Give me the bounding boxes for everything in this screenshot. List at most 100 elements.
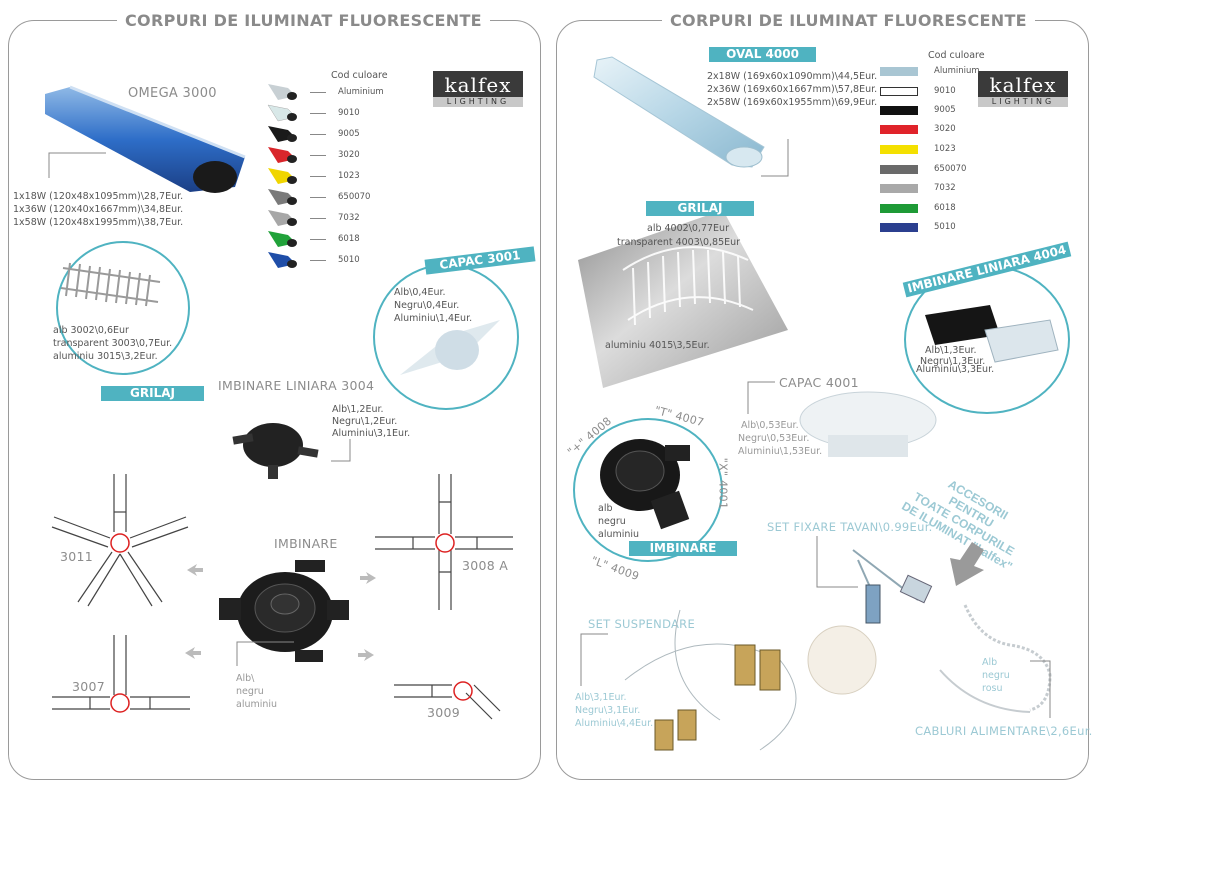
capac-3001-item-2: Negru\0,4Eur.	[394, 300, 460, 311]
left-color-code: 5010	[338, 255, 360, 265]
set-suspendare-item-3: Aluminiu\4,4Eur.	[575, 718, 654, 729]
right-color-swatch	[880, 204, 918, 213]
arrow-down-icon	[950, 542, 984, 586]
left-color-code: 1023	[338, 171, 360, 181]
imbinare-liniara-3004-item-1: Alb\1,2Eur.	[332, 404, 384, 415]
grilaj-4002-item-2: transparent 4003\0,85Eur	[617, 237, 741, 248]
capac-4001-item-3: Aluminiu\1,53Eur.	[738, 446, 823, 457]
imbinare-item-1: Alb\	[236, 673, 255, 684]
grilaj-4002-item-1: alb 4002\0,77Eur	[647, 223, 729, 234]
joint-3007-diagram	[52, 635, 190, 713]
capac-4001-item-1: Alb\0,53Eur.	[741, 420, 799, 431]
left-profile-swatch-9010	[267, 104, 297, 122]
cabluri-title: CABLURI ALIMENTARE\2,6Eur.	[915, 724, 1093, 738]
grilaj-4002-card-image	[578, 210, 788, 388]
left-profile-swatch-7032	[268, 210, 297, 226]
set-fixare-leader-line	[816, 536, 858, 588]
grilaj-4002-tag: GRILAJ	[646, 201, 754, 216]
set-suspendare-title: SET SUSPENDARE	[588, 617, 696, 631]
imbinare-center-image	[219, 560, 349, 662]
set-suspendare-item-2: Negru\3,1Eur.	[575, 705, 641, 716]
arrow-icon	[187, 564, 203, 576]
left-color-code: 9010	[338, 108, 360, 118]
omega-leader-line	[48, 152, 106, 178]
oval-4000-fixture-image	[593, 56, 765, 168]
imbinare-liniara-3004-image	[232, 423, 319, 479]
right-color-swatch	[880, 106, 918, 115]
joint-code-3011: 3011	[60, 549, 94, 564]
left-profile-swatch-9005	[268, 126, 297, 142]
left-profile-swatch-650070	[268, 189, 297, 205]
joint-code-3008a: 3008 A	[462, 558, 509, 573]
cabluri-item-2: negru	[982, 670, 1010, 681]
grilaj-item-2: transparent 3003\0,7Eur.	[53, 338, 173, 349]
right-color-code: 5010	[934, 222, 956, 232]
left-panel-title: CORPURI DE ILUMINAT FLUORESCENTE	[117, 11, 490, 30]
imbinare-liniara-4004-item-1: Alb\1,3Eur.	[925, 345, 977, 356]
imbinare-4000-tag: IMBINARE	[629, 541, 737, 556]
imbinare-4000-item-3: aluminiu	[598, 529, 640, 540]
capac-4001-title: CAPAC 4001	[779, 375, 859, 390]
joint-code-3007: 3007	[72, 679, 106, 694]
cabluri-leader-line	[1030, 660, 1051, 718]
grilaj-label-tag: GRILAJ	[101, 386, 204, 401]
left-color-code: 7032	[338, 213, 360, 223]
logo-brand: kalfex	[444, 73, 512, 97]
capac-3001-image	[400, 320, 500, 375]
capac-3001-item-1: Alb\0,4Eur.	[394, 287, 446, 298]
omega-variant-3: 1x58W (120x48x1995mm)\38,7Eur.	[13, 217, 184, 228]
imbinare-liniara-4004-image	[925, 305, 1059, 363]
left-color-code: 9005	[338, 129, 360, 139]
grilaj-4015-aluminiu: aluminiu 4015\3,5Eur.	[605, 340, 710, 351]
joint-3009-diagram	[394, 681, 501, 720]
logo-subtitle: LIGHTING	[978, 97, 1068, 107]
imbinare-liniara-3004-title: IMBINARE LINIARA 3004	[218, 378, 375, 393]
imbinare-4000-item-1: alb	[598, 503, 613, 514]
oval-leader-line	[761, 139, 789, 177]
oval-variant-2: 2x36W (169x60x1667mm)\57,8Eur.	[707, 84, 878, 95]
right-color-code: 6018	[934, 203, 956, 213]
right-color-code: 9005	[934, 105, 956, 115]
imbinare-4000-item-2: negru	[598, 516, 626, 527]
right-color-code-heading: Cod culoare	[928, 50, 985, 61]
right-color-code: 650070	[934, 164, 967, 174]
omega-product-name: OMEGA 3000	[128, 86, 217, 101]
arrow-icon	[185, 647, 201, 659]
right-color-swatch	[880, 184, 918, 193]
arrow-icon	[360, 572, 376, 584]
grilaj-3002-circle	[56, 241, 190, 375]
oval-variant-3: 2x58W (169x60x1955mm)\69,9Eur.	[707, 97, 878, 108]
right-color-code: Aluminium	[934, 66, 980, 76]
right-color-code: 3020	[934, 124, 956, 134]
left-profile-swatch-6018	[268, 231, 297, 247]
capac-4001-image	[799, 391, 937, 457]
right-color-swatch	[880, 125, 918, 134]
left-profile-swatch-3020	[268, 147, 297, 163]
kalfex-logo: kalfex LIGHTING	[433, 71, 523, 107]
imbinare-liniara-3004-item-2: Negru\1,2Eur.	[332, 416, 398, 427]
right-color-swatch	[880, 145, 918, 154]
right-color-swatch	[880, 165, 918, 174]
imbinare-center-title: IMBINARE	[274, 536, 338, 551]
set-suspendare-item-1: Alb\3,1Eur.	[575, 692, 627, 703]
capac-4001-item-2: Negru\0,53Eur.	[738, 433, 810, 444]
imbinare-item-2: negru	[236, 686, 264, 697]
set-fixare-image	[852, 549, 933, 624]
left-color-code: 650070	[338, 192, 371, 202]
omega-variant-2: 1x36W (120x40x1667mm)\34,8Eur.	[13, 204, 184, 215]
imbinare-leader-line	[236, 641, 294, 666]
logo-subtitle: LIGHTING	[433, 97, 523, 107]
grilaj-grid-image	[60, 262, 161, 307]
arrow-icon	[358, 649, 374, 661]
right-color-code: 7032	[934, 183, 956, 193]
oval-variant-1: 2x18W (169x60x1090mm)\44,5Eur.	[707, 71, 878, 82]
right-color-swatch	[880, 223, 918, 232]
right-panel-title: CORPURI DE ILUMINAT FLUORESCENTE	[662, 11, 1035, 30]
imbinare-liniara-4004-item-2: Negru\1,3Eur.	[920, 356, 986, 367]
right-color-code: 1023	[934, 144, 956, 154]
set-suspendare-image	[624, 609, 877, 751]
omega-variant-1: 1x18W (120x48x1095mm)\28,7Eur.	[13, 191, 184, 202]
set-suspendare-leader-line	[580, 633, 608, 686]
grilaj-item-1: alb 3002\0,6Eur	[53, 325, 129, 336]
cabluri-item-3: rosu	[982, 683, 1003, 694]
